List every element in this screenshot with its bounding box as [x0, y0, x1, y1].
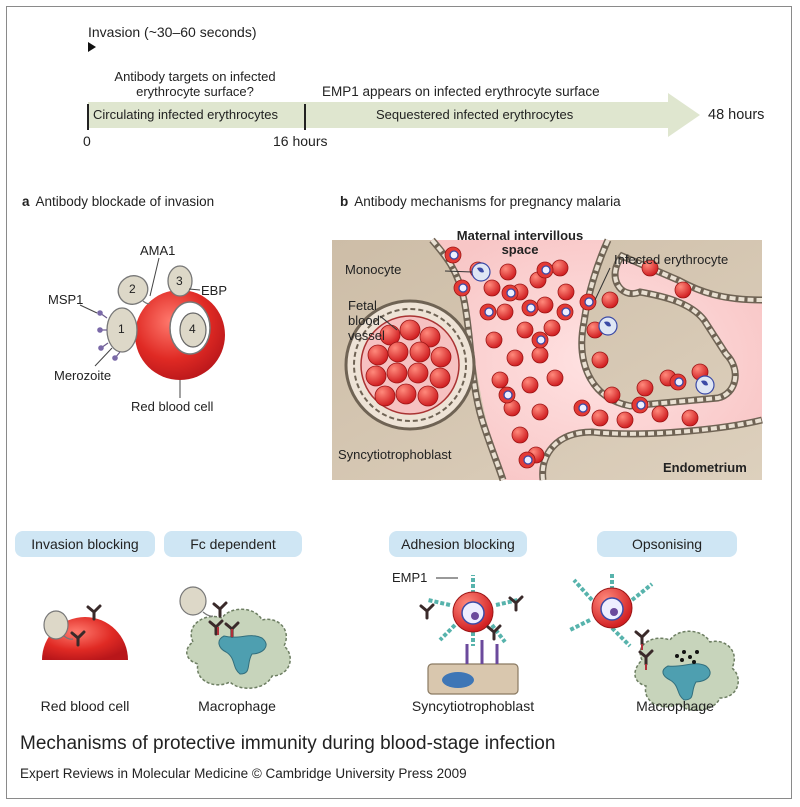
- caption-fc: Macrophage: [198, 698, 276, 714]
- label-vessel: vessel: [348, 328, 385, 343]
- label-ebp: EBP: [201, 283, 228, 298]
- label-ama1: AMA1: [140, 243, 176, 258]
- merozoite-2: [117, 275, 149, 305]
- panel-b-letter: b: [340, 194, 349, 209]
- label-blood: blood: [348, 313, 380, 328]
- label-monocyte: Monocyte: [345, 262, 402, 277]
- mechanism-invasion-blocking: Invasion blocking: [15, 531, 155, 557]
- figure-caption: Mechanisms of protective immunity during…: [20, 733, 556, 754]
- panel-b-title-text: Antibody mechanisms for pregnancy malari…: [354, 194, 621, 209]
- panel-a-title-text: Antibody blockade of invasion: [35, 194, 215, 209]
- label-syncytio: Syncytiotrophoblast: [338, 447, 452, 462]
- mechanism-opsonising: Opsonising: [597, 531, 737, 557]
- panel-b-title: b Antibody mechanisms for pregnancy malar…: [340, 194, 621, 209]
- infected-erythrocytes: [444, 246, 687, 469]
- label-maternal-line1: Maternal intervillous: [456, 228, 584, 243]
- mech-fc-drawing: [179, 586, 291, 689]
- label-rbc: Red blood cell: [131, 399, 214, 414]
- invasion-marker: [88, 42, 96, 52]
- label-maternal-line2: space: [501, 242, 539, 257]
- mechanism-fc-dependent: Fc dependent: [164, 531, 302, 557]
- panel-b-drawing: [332, 237, 763, 482]
- panel-a-drawing: [79, 257, 225, 398]
- tick-0-label: 0: [83, 133, 91, 149]
- caption-adhesion: Syncytiotrophoblast: [411, 698, 535, 714]
- panel-a-title: a Antibody blockade of invasion: [22, 194, 214, 209]
- credit-line: Expert Reviews in Molecular Medicine © C…: [20, 766, 467, 781]
- label-n1: 1: [118, 322, 125, 336]
- emp1-surface-label: EMP1 appears on infected erythrocyte sur…: [322, 84, 600, 99]
- invasion-label: Invasion (~30–60 seconds): [88, 24, 257, 40]
- antibody-question-line2: erythrocyte surface?: [136, 84, 254, 99]
- label-msp1: MSP1: [48, 292, 84, 307]
- caption-invasion: Red blood cell: [40, 698, 130, 714]
- antibody-question-line1: Antibody targets on infected: [114, 69, 276, 84]
- label-fetal: Fetal: [348, 298, 377, 313]
- figure-frame: [6, 6, 792, 799]
- label-endometrium: Endometrium: [663, 460, 747, 475]
- caption-opsonising: Macrophage: [636, 698, 714, 714]
- label-n4: 4: [189, 322, 196, 336]
- end-label: 48 hours: [708, 107, 765, 123]
- monocytes: [471, 262, 715, 395]
- label-infected: Infected erythrocyte: [614, 252, 729, 267]
- tick-16-label: 16 hours: [273, 133, 328, 149]
- sequestered-label: Sequestered infected erythrocytes: [376, 107, 574, 122]
- label-n3: 3: [176, 274, 183, 288]
- label-emp1: EMP1: [392, 570, 428, 585]
- mech-adhesion-drawing: [419, 575, 524, 695]
- merozoite-3: [167, 265, 193, 297]
- label-merozoite: Merozoite: [54, 368, 112, 383]
- mech-opsonising-drawing: [569, 572, 739, 711]
- label-n2: 2: [129, 282, 136, 296]
- circulating-label: Circulating infected erythrocytes: [93, 107, 278, 122]
- mech-invasion-drawing: [42, 604, 128, 660]
- panel-a-letter: a: [22, 194, 30, 209]
- timeline-arrow: [88, 93, 700, 137]
- mechanism-adhesion-blocking: Adhesion blocking: [389, 531, 527, 557]
